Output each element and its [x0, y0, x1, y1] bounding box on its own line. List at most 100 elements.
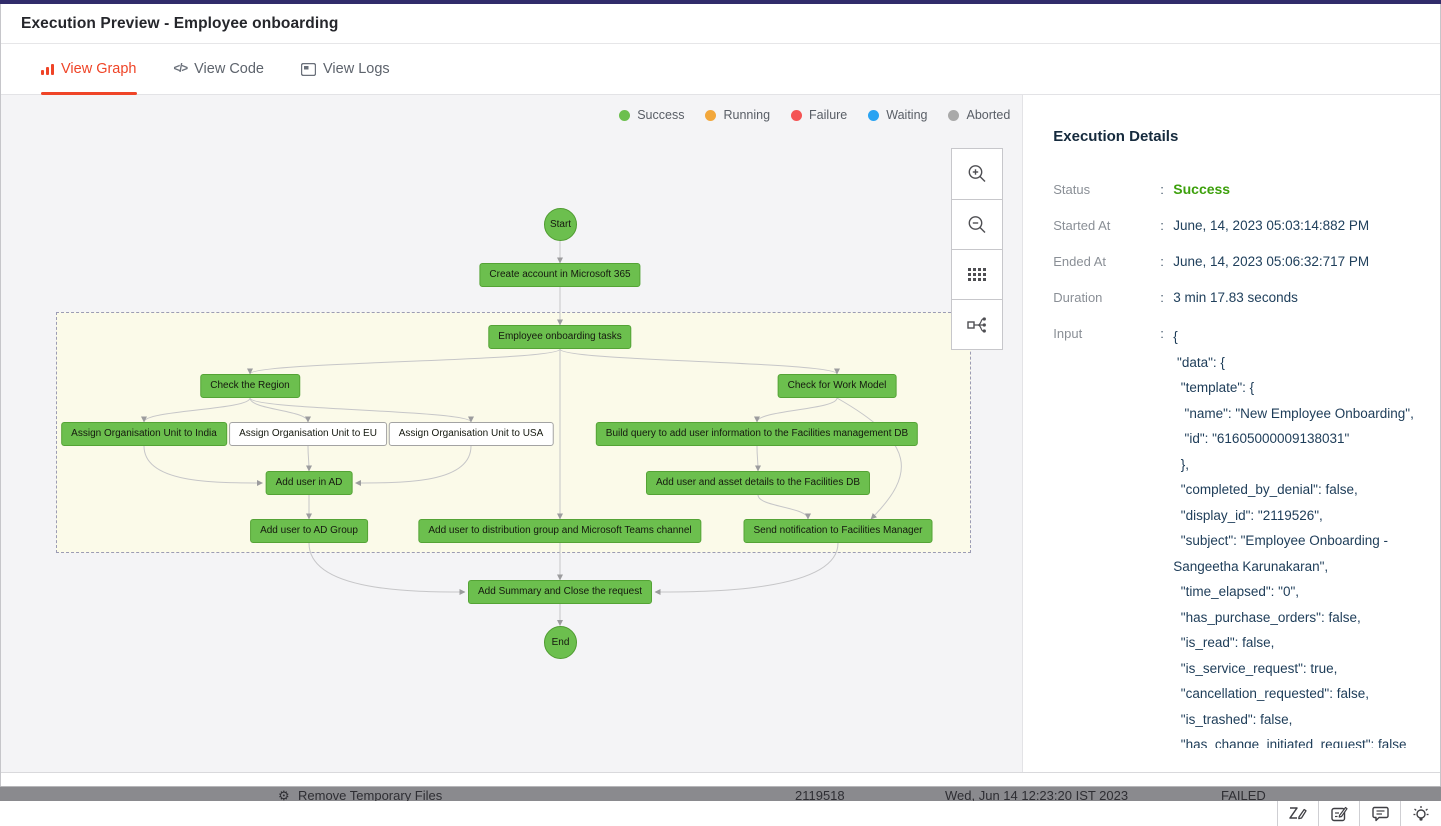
- edge-check_region-to-eu: [249, 397, 311, 423]
- graph-node-build_query[interactable]: Build query to add user information to t…: [595, 422, 919, 446]
- edge-check_region-to-usa: [249, 397, 474, 423]
- json-line: "data": {: [1173, 354, 1225, 370]
- edge-check_region-to-india: [141, 397, 251, 423]
- bottom-utility-bar: [0, 801, 1441, 826]
- json-line: "is_service_request": true,: [1173, 660, 1338, 676]
- zia-icon: [1289, 807, 1307, 820]
- background-row-id: 2119518: [795, 788, 845, 801]
- tab-bar: View Graph </> View Code View Logs: [1, 44, 1440, 95]
- legend-item: Success: [619, 108, 684, 122]
- tab-label: View Logs: [323, 61, 390, 77]
- legend-label: Aborted: [966, 108, 1011, 122]
- zia-assistant-button[interactable]: [1277, 801, 1318, 826]
- input-row: Input : { "data": { "template": { "name"…: [1053, 324, 1415, 748]
- zoom-out-button[interactable]: [952, 199, 1003, 249]
- tab-view-graph[interactable]: View Graph: [41, 44, 137, 95]
- graph-node-ad_group[interactable]: Add user to AD Group: [250, 519, 368, 543]
- json-line: "template": {: [1173, 380, 1255, 395]
- graph-node-eu[interactable]: Assign Organisation Unit to EU: [229, 422, 387, 446]
- graph-node-india[interactable]: Assign Organisation Unit to India: [61, 422, 227, 446]
- json-line: "is_read": false,: [1173, 635, 1275, 650]
- active-tab-underline: [41, 92, 137, 95]
- json-line: },: [1173, 456, 1190, 472]
- edge-tasks-to-check_work: [559, 348, 840, 375]
- tab-label: View Graph: [61, 61, 137, 77]
- json-line: "subject": "Employee Onboarding - Sangee…: [1173, 533, 1392, 574]
- input-label: Input: [1053, 326, 1083, 341]
- edge-add_asset-to-send_notif: [757, 494, 811, 520]
- edge-india-to-add_user_ad: [143, 445, 263, 486]
- json-line: "is_trashed": false,: [1173, 711, 1293, 727]
- edge-tasks-to-check_region: [247, 348, 561, 375]
- legend-label: Running: [723, 108, 771, 122]
- tab-view-logs[interactable]: View Logs: [301, 44, 390, 94]
- feedback-button[interactable]: [1318, 801, 1359, 826]
- execution-preview-modal: Execution Preview - Employee onboarding …: [0, 4, 1441, 786]
- edge-ad_group-to-summary: [308, 542, 466, 595]
- json-line: "cancellation_requested": false,: [1173, 686, 1369, 701]
- tab-view-code[interactable]: </> View Code: [174, 44, 265, 94]
- graph-node-create[interactable]: Create account in Microsoft 365: [479, 263, 641, 287]
- fit-grid-button[interactable]: [952, 249, 1003, 299]
- top-accent-stripe: [0, 0, 1441, 4]
- graph-node-dist_group[interactable]: Add user to distribution group and Micro…: [418, 519, 702, 543]
- zoom-out-icon: [968, 215, 986, 233]
- legend-label: Success: [637, 108, 685, 122]
- bar-chart-icon: [41, 63, 54, 75]
- legend-dot: [705, 109, 717, 121]
- graph-node-usa[interactable]: Assign Organisation Unit to USA: [388, 422, 554, 446]
- legend-label: Failure: [809, 108, 848, 122]
- status-label: Status: [1053, 182, 1091, 197]
- background-row-timestamp: Wed, Jun 14 12:23:20 IST 2023: [945, 788, 1129, 801]
- logs-icon: [301, 62, 316, 76]
- ended-at-label: Ended At: [1053, 254, 1107, 269]
- grid-icon: [968, 267, 987, 281]
- json-line: "display_id": "2119526",: [1173, 507, 1323, 523]
- graph-node-add_user_ad[interactable]: Add user in AD: [265, 471, 353, 495]
- graph-node-check_work[interactable]: Check for Work Model: [777, 374, 897, 398]
- legend-label: Waiting: [886, 108, 928, 122]
- legend-item: Waiting: [868, 108, 927, 122]
- graph-node-add_asset[interactable]: Add user and asset details to the Facili…: [646, 471, 870, 495]
- legend-dot: [791, 109, 803, 121]
- auto-layout-button[interactable]: [952, 299, 1003, 349]
- graph-node-send_notif[interactable]: Send notification to Facilities Manager: [743, 519, 933, 543]
- ended-at-row: Ended At : June, 14, 2023 05:06:32:717 P…: [1053, 254, 1370, 269]
- edge-eu-to-add_user_ad: [305, 445, 312, 472]
- legend-item: Aborted: [948, 108, 1010, 122]
- graph-node-start[interactable]: Start: [544, 208, 577, 241]
- gear-icon: ⚙: [278, 788, 290, 801]
- whats-new-button[interactable]: [1400, 801, 1441, 826]
- panel-title: Execution Details: [1053, 128, 1179, 145]
- json-line: "has_purchase_orders": false,: [1173, 609, 1361, 625]
- edge-check_work-to-build_query: [754, 397, 838, 423]
- chat-icon: [1371, 806, 1389, 821]
- legend-dot: [868, 109, 880, 121]
- edge-check_work-to-send_notif: [836, 397, 902, 520]
- lightbulb-icon: [1413, 806, 1429, 821]
- graph-node-end[interactable]: End: [544, 626, 577, 659]
- graph-edges: [141, 240, 902, 626]
- graph-node-tasks[interactable]: Employee onboarding tasks: [488, 325, 632, 349]
- edge-usa-to-add_user_ad: [355, 445, 472, 486]
- duration-row: Duration : 3 min 17.83 seconds: [1053, 290, 1298, 305]
- chat-button[interactable]: [1359, 801, 1400, 826]
- duration-value: 3 min 17.83 seconds: [1173, 290, 1298, 305]
- started-at-label: Started At: [1053, 218, 1111, 233]
- graph-node-summary[interactable]: Add Summary and Close the request: [468, 580, 652, 604]
- graph-node-check_region[interactable]: Check the Region: [200, 374, 300, 398]
- json-line: "name": "New Employee Onboarding",: [1173, 405, 1414, 421]
- json-line: "id": "61605000009138031": [1173, 431, 1350, 446]
- modal-title: Execution Preview - Employee onboarding: [21, 14, 339, 32]
- graph-toolbar: [951, 148, 1004, 350]
- tab-label: View Code: [194, 61, 264, 77]
- modal-header: Execution Preview - Employee onboarding: [1, 4, 1440, 44]
- dimmed-background-row: ⚙ Remove Temporary Files 2119518 Wed, Ju…: [0, 786, 1441, 801]
- legend-item: Running: [705, 108, 770, 122]
- legend-item: Failure: [791, 108, 847, 122]
- flow-layout-icon: [967, 316, 987, 333]
- zoom-in-button[interactable]: [952, 149, 1003, 199]
